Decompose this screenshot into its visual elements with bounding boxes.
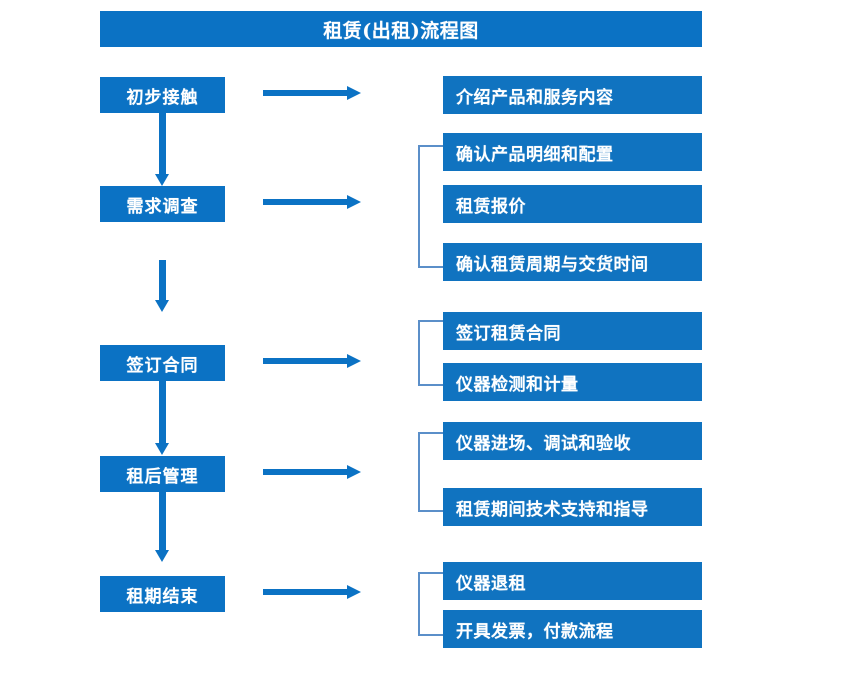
detail-box-introduce-products[interactable]: 介绍产品和服务内容: [443, 76, 702, 114]
detail-box-confirm-rental-period[interactable]: 确认租赁周期与交货时间: [443, 243, 702, 281]
stage-box-requirement-survey[interactable]: 需求调查: [100, 186, 225, 222]
detail-box-confirm-product-spec[interactable]: 确认产品明细和配置: [443, 133, 702, 171]
right-arrow-icon-stage-3: [263, 354, 361, 368]
down-arrow-icon-stage-4-to-5: [155, 492, 169, 562]
right-arrow-icon-stage-2: [263, 195, 361, 209]
arrow-shaft: [263, 358, 349, 364]
arrow-head: [155, 300, 169, 312]
arrow-head: [347, 465, 361, 479]
stage-box-post-rental-management[interactable]: 租后管理: [100, 456, 225, 492]
arrow-shaft: [263, 589, 349, 595]
detail-box-technical-support[interactable]: 租赁期间技术支持和指导: [443, 488, 702, 526]
group-bracket-requirement-survey: [418, 145, 443, 268]
right-arrow-icon-stage-1: [263, 86, 361, 100]
detail-box-sign-rental-agreement[interactable]: 签订租赁合同: [443, 312, 702, 350]
arrow-head: [347, 354, 361, 368]
detail-box-instrument-inspection[interactable]: 仪器检测和计量: [443, 363, 702, 401]
arrow-head: [155, 174, 169, 186]
down-arrow-icon-stage-1-to-2: [155, 113, 169, 186]
right-arrow-icon-stage-5: [263, 585, 361, 599]
stage-box-initial-contact[interactable]: 初步接触: [100, 77, 225, 113]
group-bracket-sign-contract: [418, 320, 443, 386]
stage-box-rental-end[interactable]: 租期结束: [100, 576, 225, 612]
arrow-shaft: [263, 199, 349, 205]
arrow-shaft: [159, 260, 166, 300]
arrow-shaft: [159, 381, 166, 443]
arrow-head: [155, 443, 169, 455]
arrow-head: [155, 550, 169, 562]
arrow-shaft: [263, 90, 349, 96]
detail-box-instrument-entry-commissioning[interactable]: 仪器进场、调试和验收: [443, 422, 702, 460]
arrow-head: [347, 195, 361, 209]
right-arrow-icon-stage-4: [263, 465, 361, 479]
arrow-shaft: [159, 492, 166, 550]
group-bracket-rental-end: [418, 572, 443, 636]
arrow-shaft: [159, 113, 166, 174]
arrow-head: [347, 585, 361, 599]
detail-box-rental-quotation[interactable]: 租赁报价: [443, 185, 702, 223]
arrow-head: [347, 86, 361, 100]
detail-box-invoice-payment[interactable]: 开具发票，付款流程: [443, 610, 702, 648]
arrow-shaft: [263, 469, 349, 475]
group-bracket-post-rental-management: [418, 432, 443, 512]
down-arrow-icon-stage-3-to-4: [155, 381, 169, 455]
stage-box-sign-contract[interactable]: 签订合同: [100, 345, 225, 381]
down-arrow-icon-stage-2-to-3: [155, 260, 169, 312]
flowchart-title: 租赁(出租)流程图: [100, 11, 702, 47]
detail-box-instrument-return[interactable]: 仪器退租: [443, 562, 702, 600]
